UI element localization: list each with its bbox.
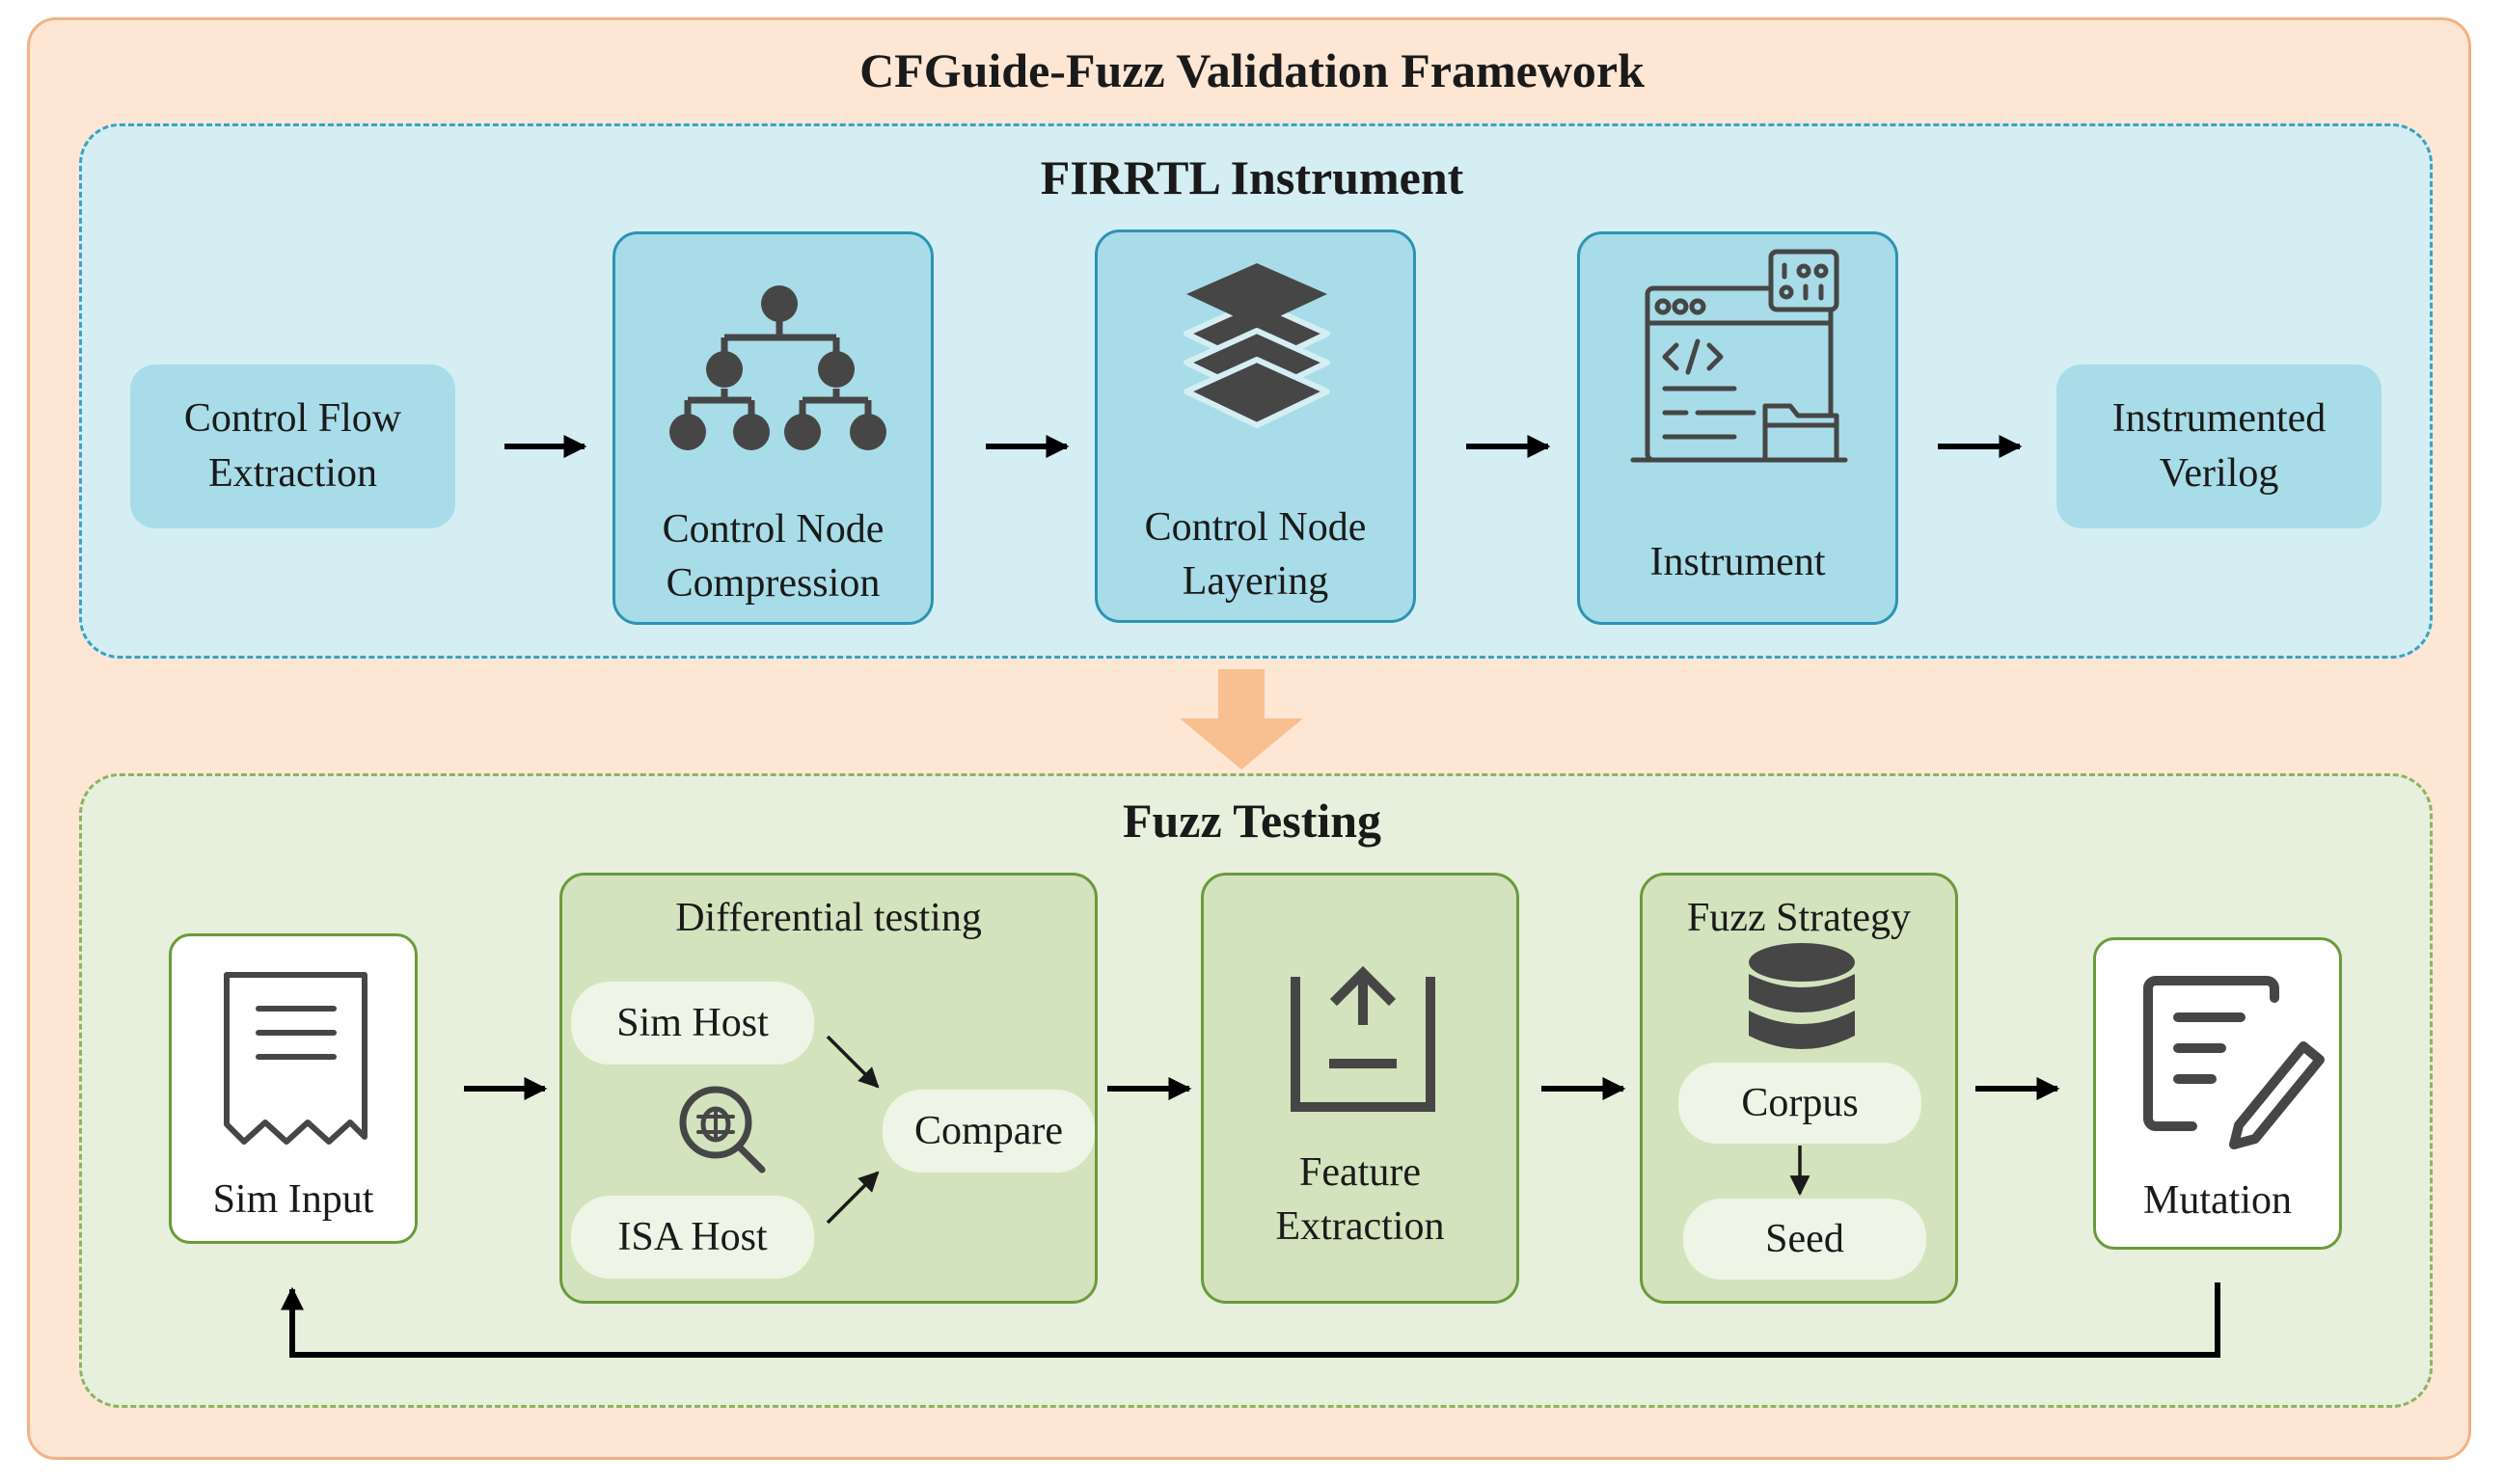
corpus-pill: Corpus: [1678, 1063, 1921, 1144]
box-label-line1: Instrumented: [2111, 396, 2327, 442]
main-title: CFGuide-Fuzz Validation Framework: [859, 43, 1645, 97]
box-label-line2: Layering: [1182, 559, 1329, 604]
mutation-box: Mutation: [2093, 937, 2342, 1250]
control-flow-extraction-box: Control Flow Extraction: [130, 364, 455, 528]
control-node-layering-box: Control Node Layering: [1095, 229, 1416, 623]
receipt-icon: [224, 972, 367, 1145]
instrumented-verilog-box: Instrumented Verilog: [2056, 364, 2382, 528]
fuzz-title: Fuzz Testing: [1122, 794, 1382, 848]
box-label-line2: Compression: [666, 561, 881, 606]
feature-extraction-box: Feature Extraction: [1201, 873, 1519, 1304]
instrument-box: Instrument: [1577, 231, 1898, 625]
box-label-line2: Extraction: [1275, 1204, 1445, 1249]
differential-testing-box: Differential testing: [559, 873, 1098, 1304]
isa-host-pill: ISA Host: [571, 1196, 814, 1279]
layers-icon: [1184, 263, 1330, 428]
box-label: Instrument: [1649, 540, 1826, 584]
fuzz-strategy-title: Fuzz Strategy: [1686, 896, 1912, 940]
sim-host-pill: Sim Host: [571, 982, 814, 1065]
seed-pill: Seed: [1683, 1199, 1926, 1280]
box-label: Sim Input: [212, 1177, 374, 1222]
box-label-line2: Extraction: [208, 451, 377, 496]
code-window-icon: [1630, 249, 1848, 463]
control-node-compression-box: Control Node Compression: [612, 231, 934, 625]
down-arrow: [1180, 669, 1303, 769]
hierarchy-icon: [669, 285, 886, 450]
database-icon: [1749, 943, 1855, 1049]
edit-document-icon: [2143, 976, 2325, 1149]
box-label-line1: Control Flow: [183, 396, 402, 442]
box-label-line1: Feature: [1299, 1150, 1421, 1195]
box-label: Mutation: [2143, 1178, 2292, 1223]
box-label-line2: Verilog: [2159, 451, 2279, 496]
box-label-line1: Control Node: [662, 507, 885, 552]
differential-testing-title: Differential testing: [675, 896, 982, 940]
firrtl-title: FIRRTL Instrument: [1040, 150, 1464, 204]
compare-pill: Compare: [883, 1090, 1095, 1173]
box-label-line1: Control Node: [1144, 505, 1367, 550]
sim-input-box: Sim Input: [169, 933, 418, 1244]
upload-tray-icon: [1291, 965, 1435, 1112]
